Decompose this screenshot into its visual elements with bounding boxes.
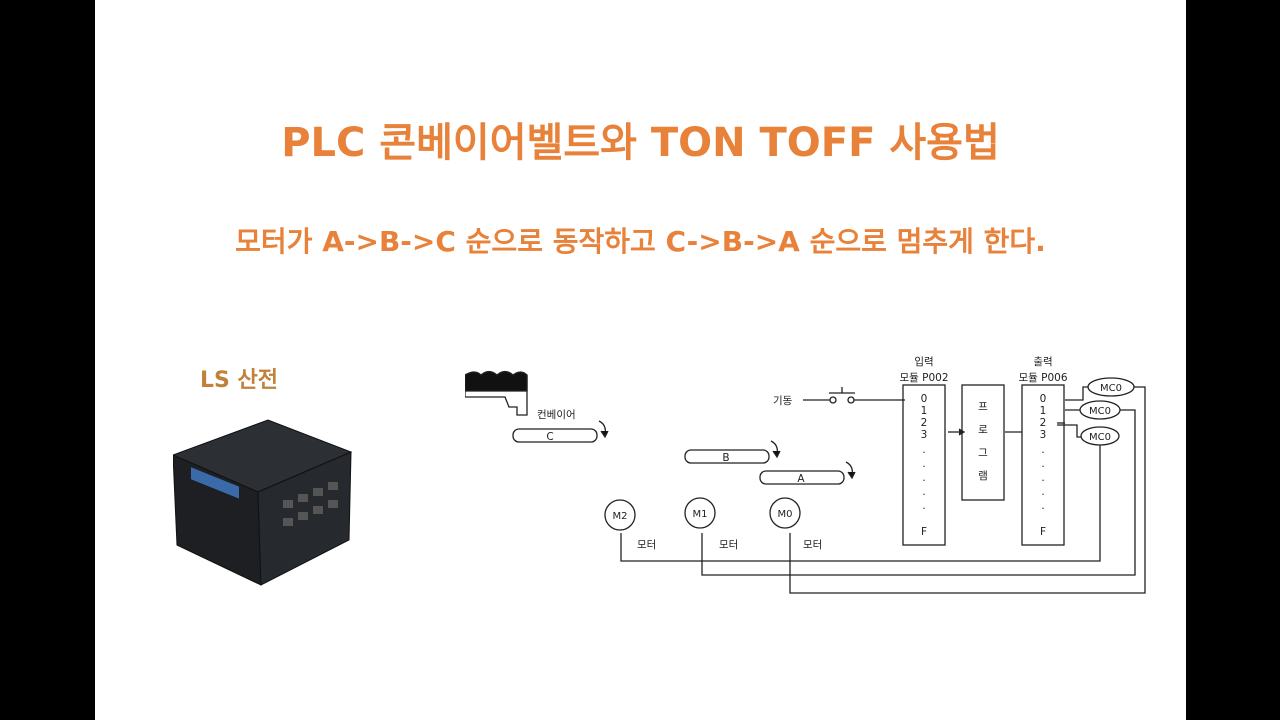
start-label: 기동	[773, 395, 793, 407]
output-row: .	[1041, 472, 1044, 484]
belt-c-label: C	[546, 431, 553, 443]
plc-terminals	[283, 482, 338, 526]
coil-label: MC0	[1100, 383, 1122, 394]
output-row: .	[1041, 458, 1044, 470]
belt-a	[759, 461, 856, 485]
conveyor-label: 컨베이어	[537, 409, 576, 421]
input-row: 0	[921, 393, 928, 405]
motor-m2-label: M2	[613, 511, 628, 522]
input-row: 3	[921, 429, 928, 441]
motor-m1	[684, 497, 716, 529]
output-module-name: 모듈 P006	[1018, 372, 1067, 384]
input-module-rows: 0 1 2 3 . . . . . F	[921, 393, 928, 538]
output-row: 3	[1040, 429, 1047, 441]
program-char: 램	[978, 470, 988, 482]
motor-m0-caption: 모터	[803, 539, 822, 551]
motor-m1-label: M1	[693, 509, 708, 520]
slide: PLC 콘베이어벨트와 TON TOFF 사용법 모터가 A->B->C 순으로…	[95, 0, 1186, 720]
output-row: .	[1041, 444, 1044, 456]
program-char: 프	[978, 401, 988, 413]
motor-m2-caption: 모터	[637, 539, 656, 551]
input-row: .	[922, 472, 925, 484]
output-row: 0	[1040, 393, 1047, 405]
motor-m2	[604, 499, 636, 531]
start-switch	[803, 387, 905, 404]
output-row: .	[1041, 500, 1044, 512]
motor-m0	[769, 497, 801, 529]
coil-0	[1087, 377, 1135, 397]
plc-device-image	[173, 419, 353, 586]
input-row: .	[922, 444, 925, 456]
output-row: F	[1040, 526, 1046, 538]
output-row: .	[1041, 486, 1044, 498]
program-char: 그	[978, 447, 988, 459]
page-title: PLC 콘베이어벨트와 TON TOFF 사용법	[281, 120, 1000, 166]
output-module-box	[1021, 384, 1065, 546]
program-box	[961, 384, 1005, 501]
coil-label: MC0	[1089, 432, 1111, 443]
plc-display-panel	[191, 467, 239, 499]
input-row: .	[922, 458, 925, 470]
coil-1	[1079, 400, 1121, 420]
page-subtitle: 모터가 A->B->C 순으로 동작하고 C->B->A 순으로 멈추게 한다.	[235, 225, 1046, 258]
input-row: 2	[921, 417, 928, 429]
motor-m1-caption: 모터	[719, 539, 738, 551]
motor-m0-label: M0	[778, 509, 793, 520]
program-chars: 프 로 그 램	[978, 401, 988, 482]
conveyor-diagram: 컨베이어 C B A 기동 입력 모듈 P002 출력 모듈 P006 0 1 …	[465, 355, 1146, 594]
belt-a-label: A	[797, 473, 805, 485]
coil-2	[1080, 426, 1120, 446]
input-module-name: 모듈 P002	[899, 372, 948, 384]
coil-label: MC0	[1089, 406, 1111, 417]
belt-b-label: B	[722, 452, 729, 464]
output-wiring	[620, 386, 1146, 594]
input-row: 1	[921, 405, 928, 417]
output-module-rows: 0 1 2 3 . . . . . F	[1040, 393, 1047, 538]
hopper	[465, 370, 528, 416]
output-row: 2	[1040, 417, 1047, 429]
input-module-title: 입력	[914, 355, 933, 368]
belt-b	[684, 440, 781, 464]
input-row: .	[922, 486, 925, 498]
program-char: 로	[978, 424, 988, 436]
brand-label: LS 산전	[200, 368, 279, 393]
input-module-box	[902, 384, 946, 546]
belt-c	[512, 420, 609, 443]
output-module-title: 출력	[1033, 356, 1052, 368]
output-row: 1	[1040, 405, 1047, 417]
input-row: F	[921, 526, 927, 538]
input-row: .	[922, 500, 925, 512]
